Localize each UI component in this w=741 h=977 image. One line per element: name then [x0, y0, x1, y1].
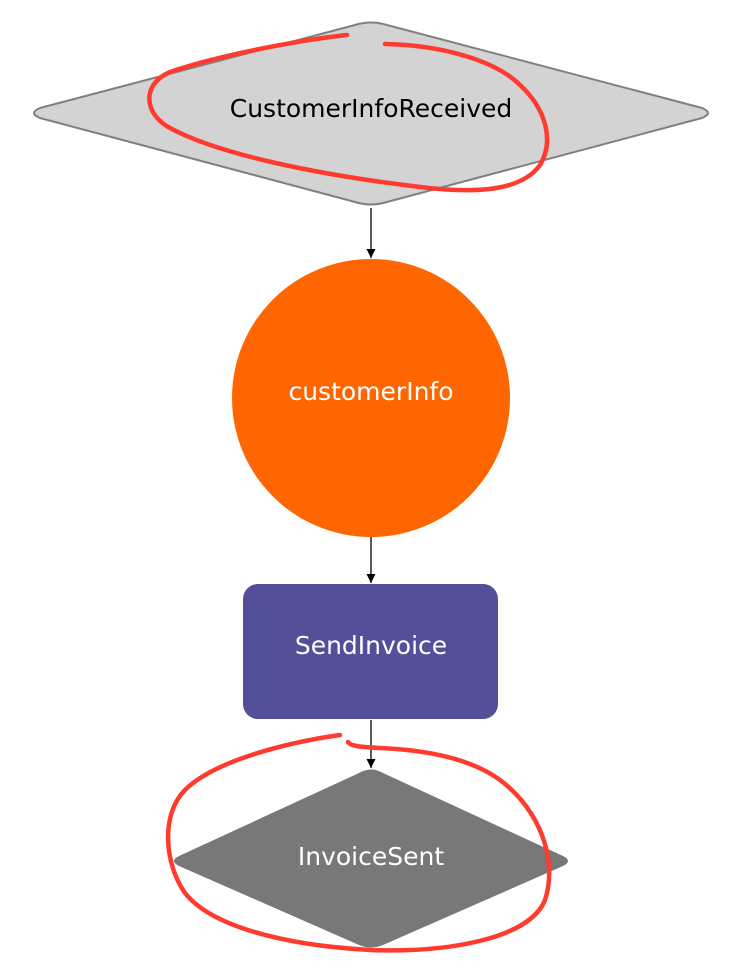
node-send-invoice[interactable]: SendInvoice [243, 584, 498, 719]
circle-shape [232, 259, 510, 537]
node-label: customerInfo [288, 377, 453, 406]
node-customer-info-received[interactable]: CustomerInfoReceived [33, 21, 709, 206]
diamond-shape [174, 769, 568, 948]
annotation-circle-invoice-sent [165, 732, 552, 953]
node-customer-info[interactable]: customerInfo [232, 259, 510, 537]
node-label: CustomerInfoReceived [230, 94, 513, 123]
diamond-shape [33, 21, 709, 206]
rounded-rectangle-shape [243, 584, 498, 719]
node-label: SendInvoice [295, 631, 447, 660]
node-label: InvoiceSent [298, 842, 444, 871]
annotation-circle-customer-info-received [147, 32, 550, 193]
node-invoice-sent[interactable]: InvoiceSent [174, 769, 568, 948]
